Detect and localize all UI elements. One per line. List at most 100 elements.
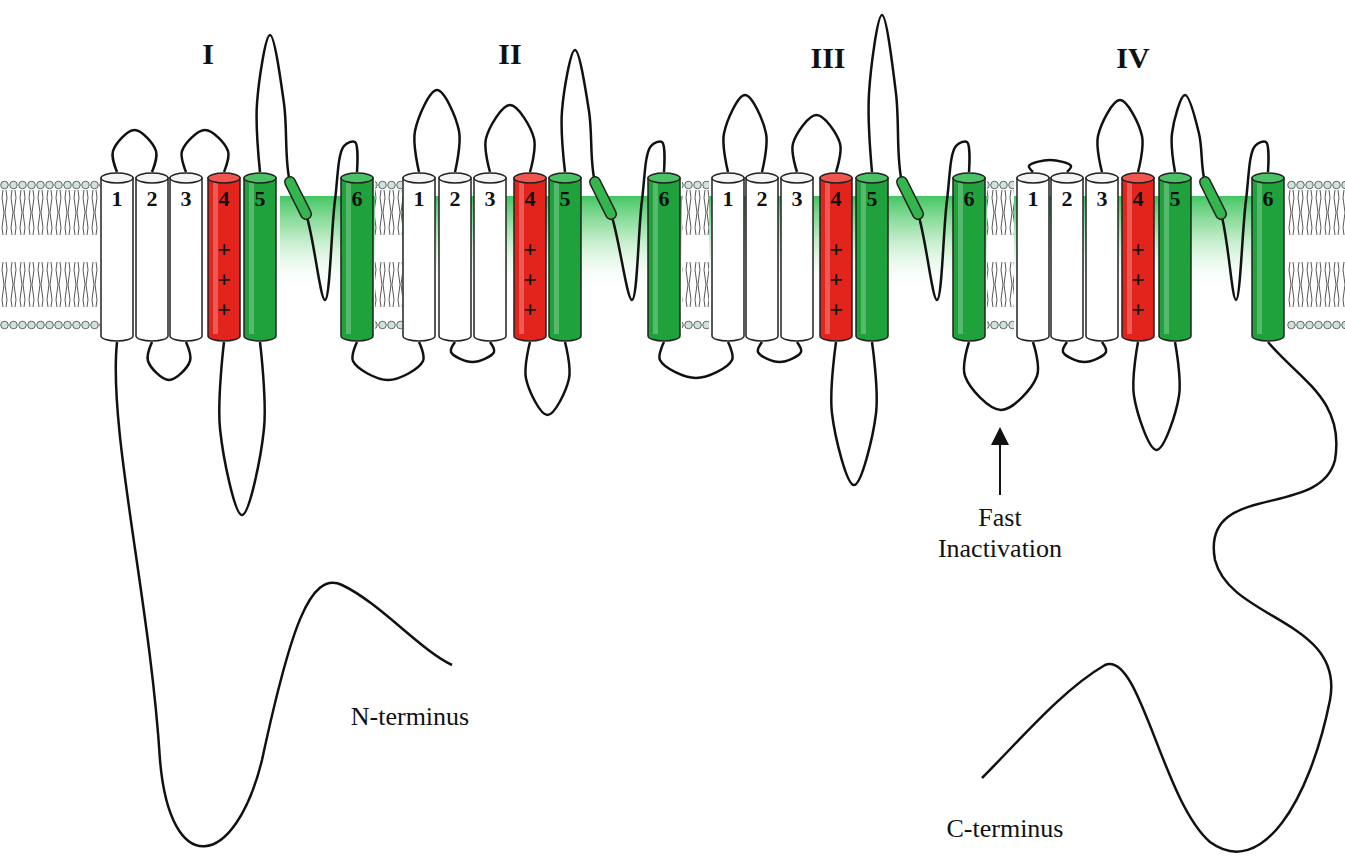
cylinder-highlight [249, 180, 254, 334]
peptide-loop [792, 115, 840, 172]
cylinder-body [208, 178, 240, 341]
pore-segment: 5 [855, 172, 889, 342]
transmembrane-segment: 2 [438, 172, 472, 342]
pore-segment: 5 [1158, 172, 1192, 342]
segment-number: 1 [414, 186, 425, 212]
pore-segment: 5 [548, 172, 582, 342]
peptide-loop [1063, 342, 1106, 362]
cylinder-body [1017, 178, 1049, 341]
segment-number: 3 [1097, 186, 1108, 212]
segment-number: 4 [831, 186, 842, 212]
peptide-loop [525, 342, 569, 415]
pore-helix [902, 182, 918, 214]
transmembrane-segment: 1 [402, 172, 436, 342]
peptide-loop [451, 342, 494, 362]
cylinder-body [101, 178, 133, 341]
pore-helix-outline [290, 182, 306, 214]
transmembrane-segment: 3 [473, 172, 507, 342]
peptide-loop [352, 342, 423, 380]
voltage-sensor-segment: 4+++ [513, 172, 547, 342]
pore-helix-outline [1205, 182, 1221, 214]
charge-sign: + [1131, 294, 1145, 324]
lipid-bilayer [1287, 180, 1345, 330]
segment-number: 2 [450, 186, 461, 212]
cylinder-cap [648, 173, 680, 183]
cylinder-cap [244, 173, 276, 183]
pore-helix-outline [595, 182, 611, 214]
peptide-loop [113, 130, 157, 172]
pore-segment: 6 [340, 172, 374, 342]
segment-number: 5 [255, 186, 266, 212]
lipid-bilayer [987, 180, 1014, 330]
peptide-loop [723, 95, 766, 172]
cylinder-cap [136, 173, 168, 183]
cylinder-cap [1017, 173, 1049, 183]
lipid-bilayer [375, 180, 402, 330]
charge-sign: + [829, 234, 843, 264]
segment-number: 2 [1062, 186, 1073, 212]
transmembrane-segment: 2 [1050, 172, 1084, 342]
cylinder-cap [403, 173, 435, 183]
voltage-sensor-segment: 4+++ [819, 172, 853, 342]
charge-sign: + [217, 234, 231, 264]
charge-sign: + [523, 234, 537, 264]
cylinder-highlight [1164, 180, 1169, 334]
pore-segment: 6 [647, 172, 681, 342]
inactivation-arrow [999, 436, 1001, 495]
segment-number: 5 [867, 186, 878, 212]
cylinder-cap [474, 173, 506, 183]
pore-helix-body [595, 182, 611, 214]
cylinder-cap [953, 173, 985, 183]
transmembrane-segment: 2 [745, 172, 779, 342]
cylinder-cap [514, 173, 546, 183]
cylinder-cap [1159, 173, 1191, 183]
cylinder-body [1086, 178, 1118, 341]
cylinder-cap [101, 173, 133, 183]
cylinder-cap [170, 173, 202, 183]
segment-number: 5 [1170, 186, 1181, 212]
cylinder-cap [820, 173, 852, 183]
n-terminal-tail [116, 342, 452, 846]
cylinder-cap [712, 173, 744, 183]
transmembrane-segment: 1 [711, 172, 745, 342]
segment-number: 3 [485, 186, 496, 212]
transmembrane-segment: 1 [100, 172, 134, 342]
segment-number: 6 [352, 186, 363, 212]
cylinder-body [1051, 178, 1083, 341]
cylinder-body [1159, 178, 1191, 341]
segment-number: 3 [792, 186, 803, 212]
cylinder-cap [746, 173, 778, 183]
segment-number: 1 [723, 186, 734, 212]
pore-helix-body [902, 182, 918, 214]
cylinder-highlight [346, 180, 351, 334]
peptide-loop [1133, 342, 1179, 450]
cylinder-body [244, 178, 276, 341]
cylinder-body [856, 178, 888, 341]
cylinder-cap [856, 173, 888, 183]
peptide-loop [1029, 160, 1071, 172]
cylinder-cap [781, 173, 813, 183]
peptide-loop [219, 342, 264, 515]
cylinder-cap [341, 173, 373, 183]
cylinder-body [439, 178, 471, 341]
segment-number: 1 [112, 186, 123, 212]
transmembrane-segment: 3 [1085, 172, 1119, 342]
cylinder-cap [1252, 173, 1284, 183]
peptide-loop [414, 90, 459, 172]
cylinder-cap [208, 173, 240, 183]
terminus-label: C-terminus [895, 813, 1115, 844]
cylinder-body [341, 178, 373, 341]
charge-sign: + [523, 264, 537, 294]
lipid-bilayer [0, 180, 100, 330]
segment-number: 6 [659, 186, 670, 212]
domain-label: I [168, 36, 248, 72]
pore-segment: 6 [1251, 172, 1285, 342]
domain-label: IV [1088, 40, 1178, 76]
segment-number: 4 [525, 186, 536, 212]
pore-helix-outline [902, 182, 918, 214]
cylinder-body [170, 178, 202, 341]
cylinder-body [746, 178, 778, 341]
segment-number: 3 [181, 186, 192, 212]
cylinder-body [1252, 178, 1284, 341]
